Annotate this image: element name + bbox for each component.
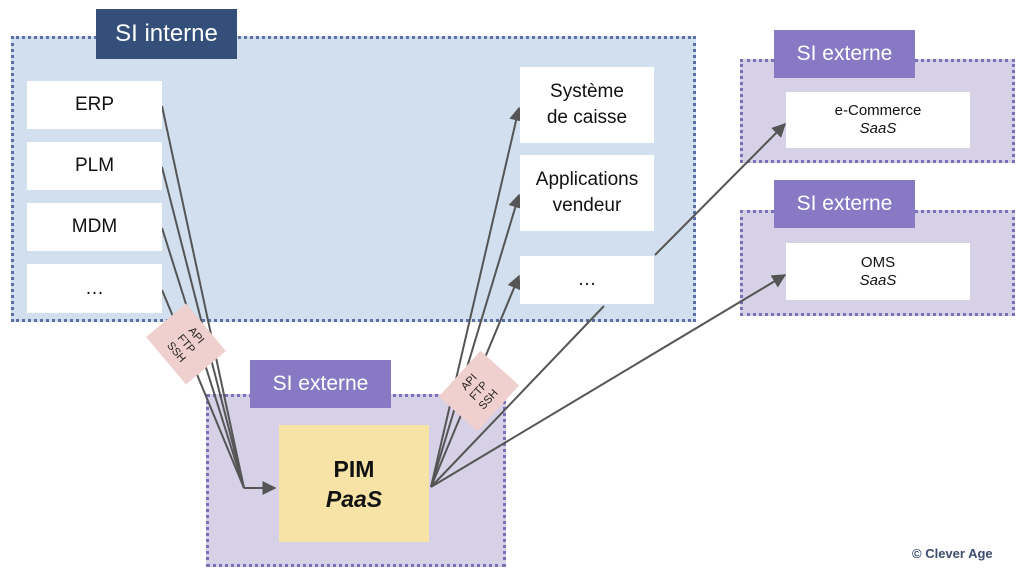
ecommerce-model: SaaS <box>859 120 897 137</box>
copyright-credit: © Clever Age <box>912 546 993 561</box>
pim-name: PIM <box>333 455 375 482</box>
arrow-pim-to-oms <box>430 274 787 488</box>
source-plm: PLM <box>27 142 162 190</box>
source-plm-label: PLM <box>74 155 115 176</box>
oms-name: OMS <box>860 253 896 271</box>
source-mdm-label: MDM <box>71 216 118 237</box>
oms-box: OMS SaaS <box>786 243 970 300</box>
arrow-pim-to-caisse <box>430 106 523 488</box>
source-erp-label: ERP <box>74 94 115 115</box>
oms-zone-label: SI externe <box>774 180 915 228</box>
target-apps-line1: Applications <box>535 169 639 190</box>
pim-model: PaaS <box>325 485 383 512</box>
target-applications-vendeur: Applications vendeur <box>520 155 654 231</box>
pim-zone-label: SI externe <box>250 360 391 408</box>
oms-model: SaaS <box>859 271 897 289</box>
source-mdm: MDM <box>27 203 162 251</box>
ecommerce-box: e-Commerce SaaS <box>786 92 970 148</box>
target-systeme-caisse: Système de caisse <box>520 67 654 143</box>
arrow-pim-to-apps <box>430 193 523 488</box>
target-other: … <box>520 256 654 304</box>
target-apps-line2: vendeur <box>552 195 622 216</box>
target-caisse-line1: Système <box>550 81 624 102</box>
arrow-erp-to-pim <box>161 105 245 489</box>
source-erp: ERP <box>27 81 162 129</box>
target-other-label: … <box>577 269 597 290</box>
arrow-pim-to-etc-line <box>430 305 605 488</box>
ecommerce-zone-label: SI externe <box>774 30 915 78</box>
arrow-etc-to-ecommerce <box>654 123 786 256</box>
source-other: … <box>27 264 162 313</box>
source-other-label: … <box>85 277 104 299</box>
pim-box: PIM PaaS <box>279 425 429 542</box>
target-caisse-line2: de caisse <box>546 107 628 128</box>
si-interne-label: SI interne <box>96 9 237 59</box>
ecommerce-name: e-Commerce <box>834 102 922 119</box>
